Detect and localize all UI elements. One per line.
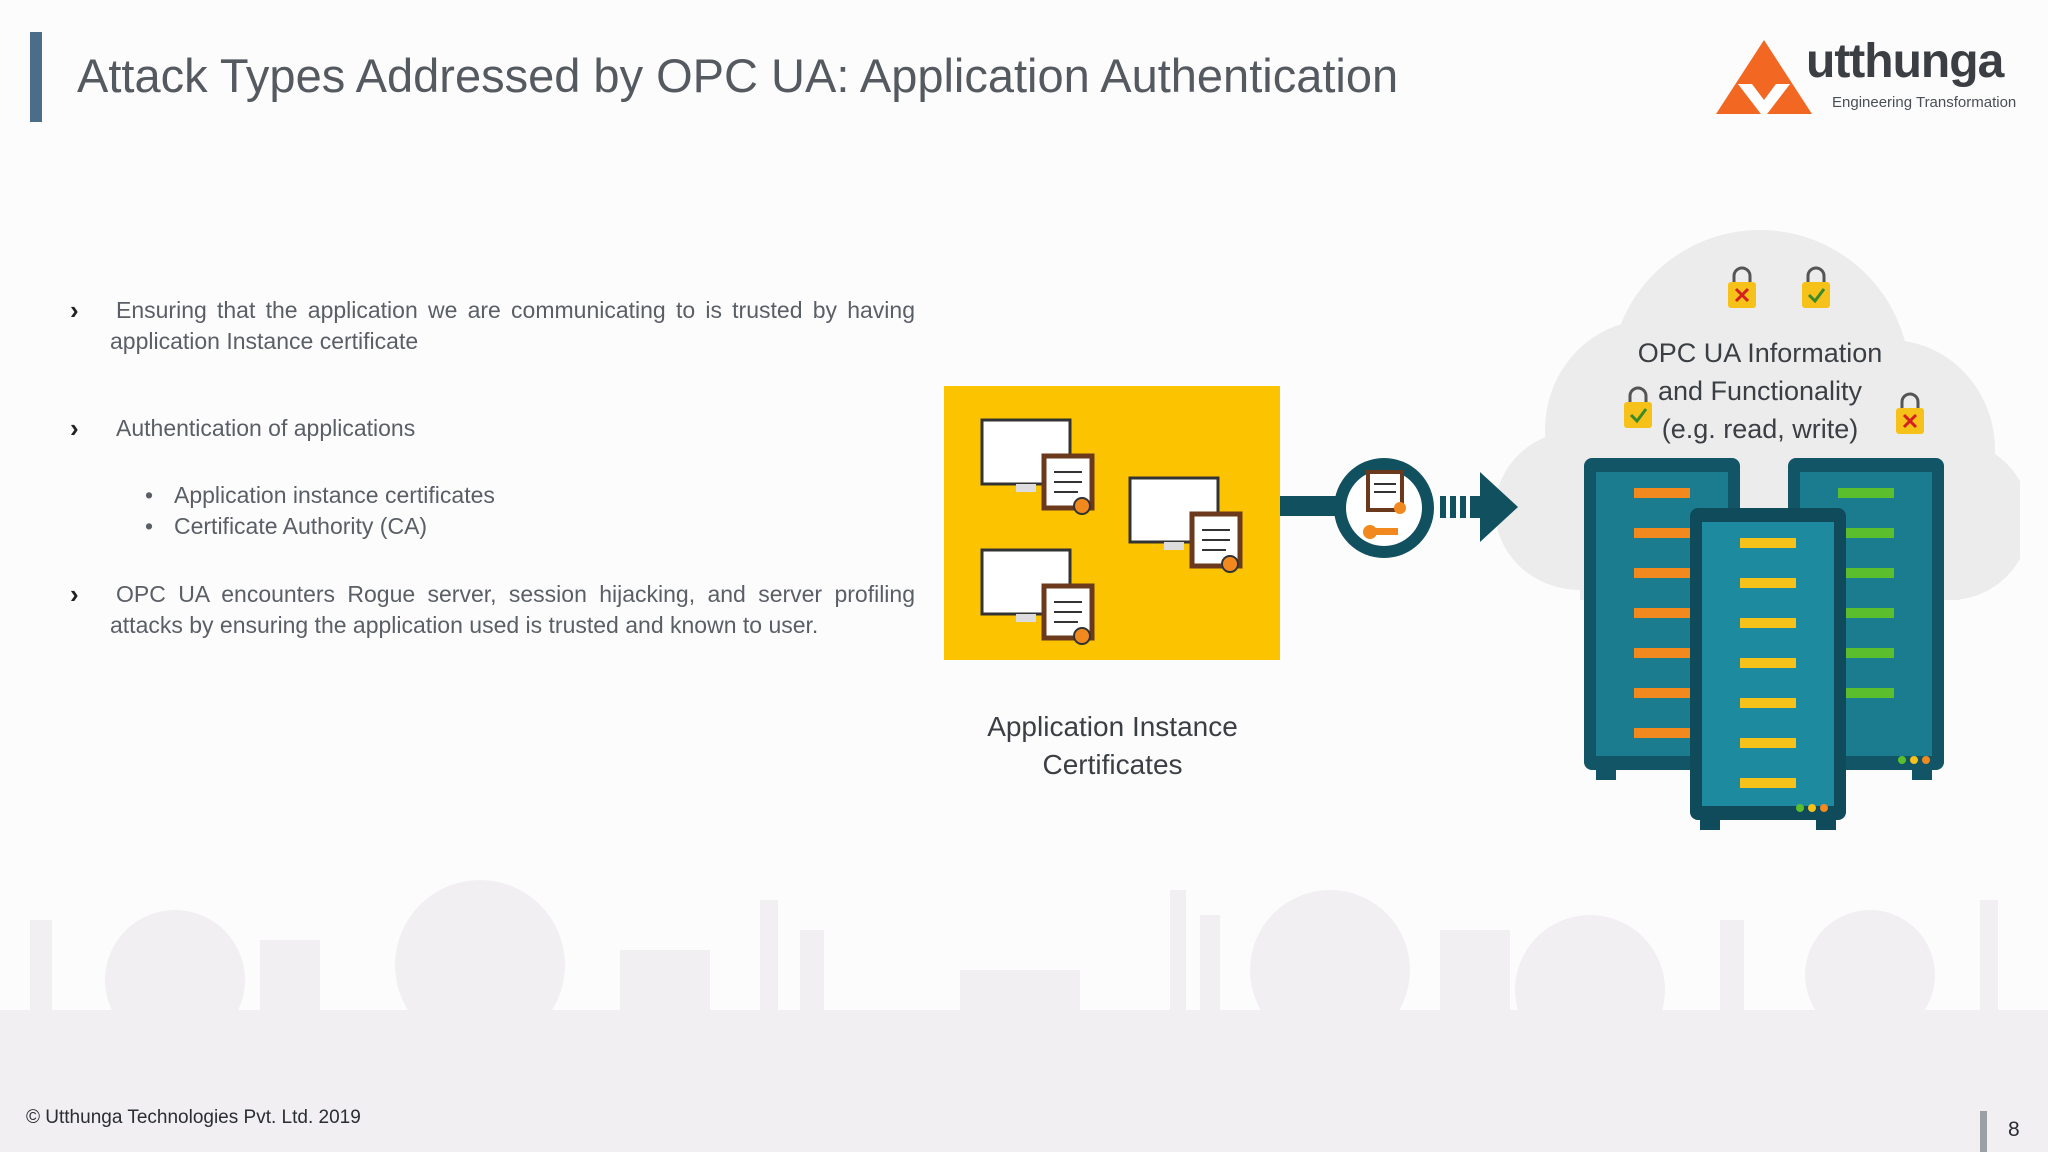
monitor-certificate-icon: [980, 418, 1095, 515]
padlock-allowed-icon: [1624, 386, 1652, 428]
server-rack-icon: [1690, 508, 1846, 830]
bullet-dot-icon: •: [145, 513, 154, 539]
bullet-text: OPC UA encounters Rogue server, session …: [110, 581, 915, 638]
title-accent-bar: [30, 32, 42, 122]
certificate-panel: [944, 386, 1280, 660]
sub-bullet-text: Certificate Authority (CA): [174, 513, 428, 539]
sub-bullet-list: • Application instance certificates • Ce…: [145, 480, 495, 542]
sub-bullet-text: Application instance certificates: [174, 482, 495, 508]
bullet-item: › OPC UA encounters Rogue server, sessio…: [70, 579, 915, 641]
bullet-dot-icon: •: [145, 482, 154, 508]
bullet-item: › Authentication of applications: [70, 413, 915, 444]
bullet-text: Authentication of applications: [116, 415, 416, 441]
padlock-denied-icon: [1728, 266, 1756, 308]
cloud-label: OPC UA Information and Functionality (e.…: [1600, 334, 1920, 448]
page-number-bar: [1980, 1111, 1987, 1152]
logo-mark-icon: [1716, 40, 1812, 118]
logo-wordmark: utthunga: [1806, 35, 2004, 88]
padlock-allowed-icon: [1802, 266, 1830, 308]
chevron-right-icon: ›: [70, 579, 79, 609]
sub-bullet-item: • Certificate Authority (CA): [145, 511, 495, 542]
page-number: 8: [2008, 1118, 2020, 1141]
padlock-denied-icon: [1896, 392, 1924, 434]
cloud-label-line: OPC UA Information: [1637, 338, 1883, 368]
chevron-right-icon: ›: [70, 295, 79, 325]
key-icon: [1363, 525, 1398, 539]
sub-bullet-item: • Application instance certificates: [145, 480, 495, 511]
cloud-label-line: (e.g. read, write): [1661, 414, 1859, 444]
authentication-diagram: [944, 230, 2020, 830]
caption-line: Application Instance: [987, 711, 1238, 742]
company-logo: utthunga Engineering Transformation: [1716, 35, 2017, 118]
certificate-caption: Application Instance Certificates: [945, 708, 1280, 784]
caption-line: Certificates: [1042, 749, 1183, 780]
chevron-right-icon: ›: [70, 413, 79, 443]
cloud-label-line: and Functionality: [1657, 376, 1863, 406]
bullet-item: › Ensuring that the application we are c…: [70, 295, 915, 357]
logo-tagline: Engineering Transformation: [1832, 94, 2017, 111]
monitor-certificate-icon: [980, 548, 1095, 645]
monitor-certificate-icon: [1128, 476, 1243, 573]
slide-title: Attack Types Addressed by OPC UA: Applic…: [77, 49, 1399, 102]
background-factory-silhouette: [0, 880, 2048, 1152]
connector-arrow-icon: [1280, 458, 1518, 558]
copyright-footer: © Utthunga Technologies Pvt. Ltd. 2019: [26, 1107, 361, 1128]
bullet-text: Ensuring that the application we are com…: [110, 297, 915, 354]
